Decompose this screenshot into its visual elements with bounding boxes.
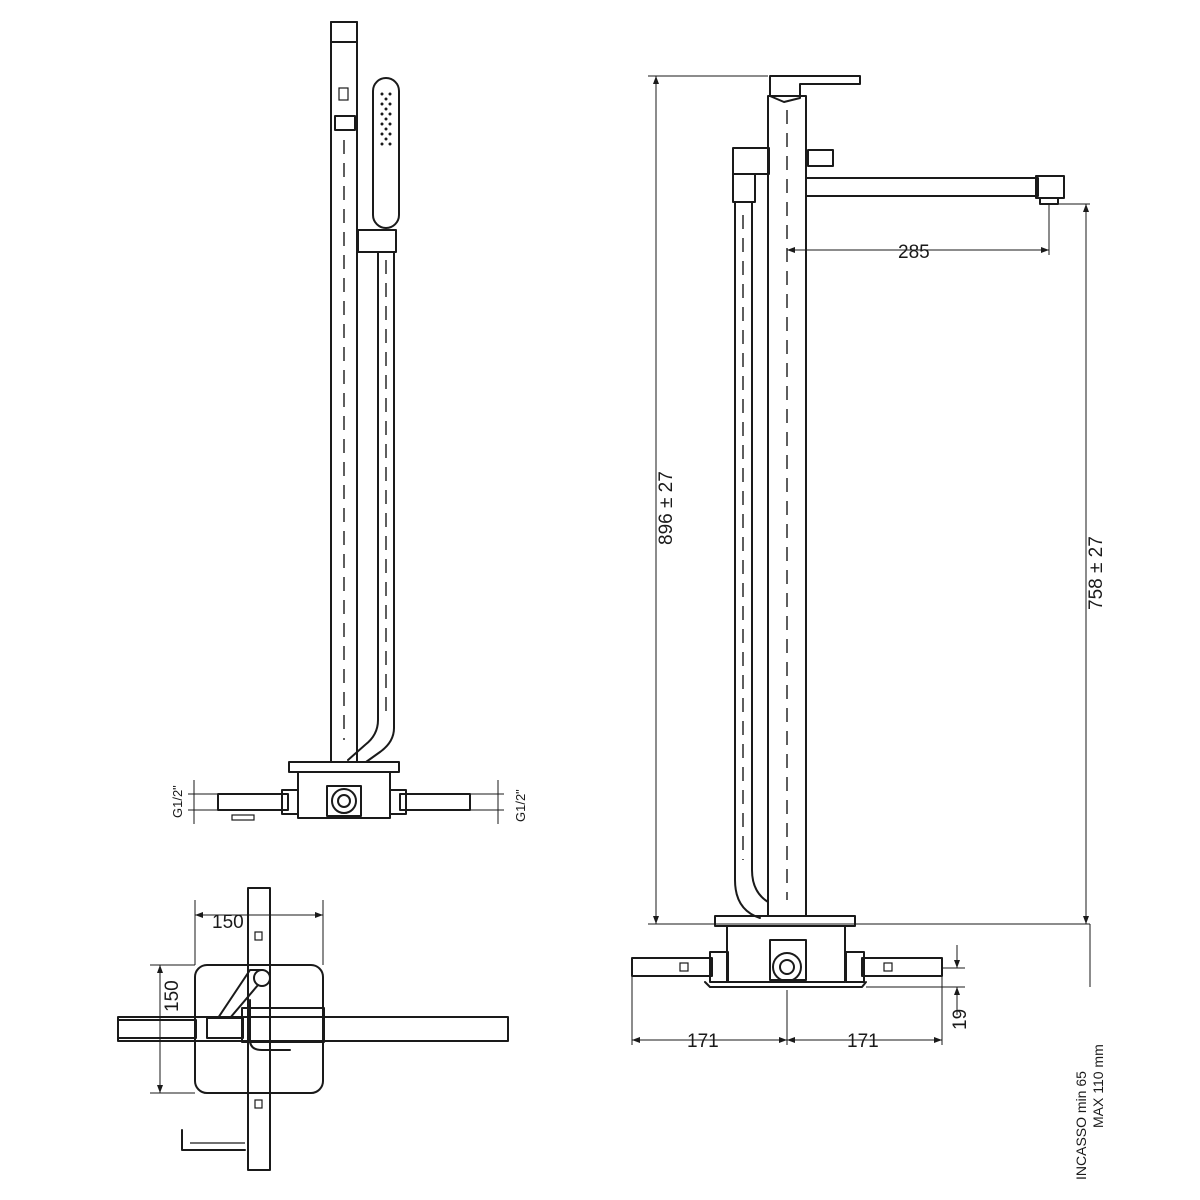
hand-shower	[357, 77, 400, 253]
dim-top-height: 150	[162, 980, 183, 1012]
dim-spout-height: 758 ± 27	[1086, 536, 1107, 610]
thread-label-right: G1/2"	[513, 789, 528, 822]
dim-spout-reach: 285	[898, 242, 930, 263]
dim-base-left: 171	[687, 1031, 719, 1052]
top-view	[117, 887, 509, 1171]
dim-overall-height: 896 ± 27	[656, 471, 677, 545]
dim-top-width: 150	[212, 912, 244, 933]
incasso-label-line2: MAX 110 mm	[1090, 1044, 1106, 1128]
dim-base-depth: 19	[950, 1009, 971, 1030]
incasso-label-line1: INCASSO min 65	[1073, 1071, 1089, 1180]
dim-base-right: 171	[847, 1031, 879, 1052]
front-view	[631, 75, 1091, 1045]
thread-label-left: G1/2"	[170, 785, 185, 818]
side-view	[188, 21, 504, 824]
